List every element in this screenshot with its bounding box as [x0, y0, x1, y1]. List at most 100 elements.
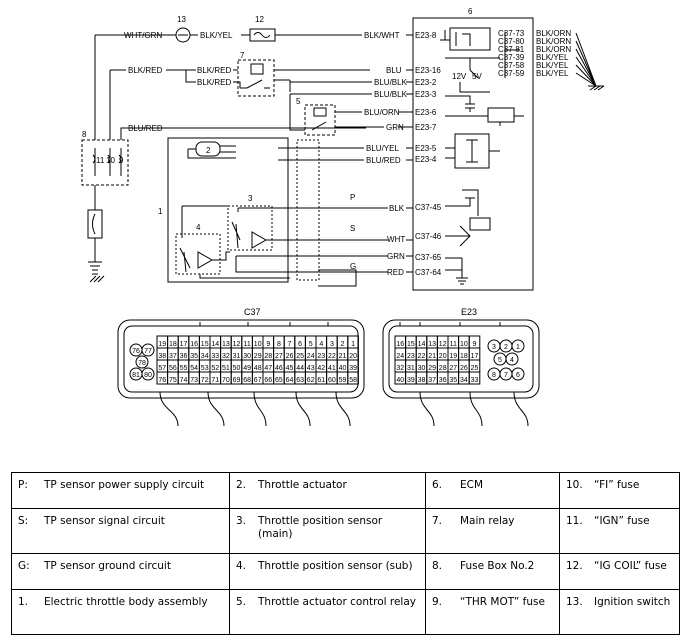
connector-pin-label: 23	[407, 353, 415, 360]
callout-3: 3	[248, 194, 253, 203]
wire-blu-yel: BLU/YEL	[366, 144, 399, 153]
legend-key: 12.	[566, 560, 583, 572]
connector-pin-label: 34	[201, 353, 209, 360]
legend-cell: 4.Throttle position sensor (sub)	[229, 553, 426, 590]
connector-pin-label: 23	[317, 353, 325, 360]
connector-pin-label: 14	[211, 341, 219, 348]
connector-pin-label: 18	[169, 341, 177, 348]
legend-text: “FI” fuse	[594, 479, 640, 491]
circuit-g: G	[350, 262, 356, 271]
legend-cell: 7.Main relay	[425, 508, 560, 554]
legend-text: “THR MOT” fuse	[460, 596, 545, 608]
connector-pin-label: 9	[473, 341, 477, 348]
connector-pin-label: 44	[296, 365, 304, 372]
connector-round-pin	[141, 343, 155, 357]
connector-pin-label: 39	[407, 377, 415, 384]
connector-pin-label: 31	[407, 365, 415, 372]
connector-round-pin-label: 1	[516, 344, 520, 351]
connector-round-pin-label: 77	[144, 348, 152, 355]
pin-c37-58: C37-58	[498, 61, 525, 70]
connector-pin-label: 67	[254, 377, 262, 384]
voltage-5v: 5V	[472, 72, 482, 81]
connector-pin-label: 11	[450, 341, 457, 348]
connector-pin-label: 46	[275, 365, 283, 372]
connector-pin-label: 66	[264, 377, 272, 384]
pin-c37-80: C37-80	[498, 37, 525, 46]
pin-c37-73: C37-73	[498, 29, 525, 38]
connector-pin-label: 21	[428, 353, 436, 360]
legend-key: 10.	[566, 479, 583, 491]
connector-pin-label: 72	[201, 377, 209, 384]
callout-8: 8	[82, 130, 87, 139]
connector-round-pin-label: 5	[498, 357, 502, 364]
legend-cell: 10. “FI” fuse	[559, 472, 680, 509]
connector-pin-label: 7	[288, 341, 292, 348]
legend-text: Fuse Box No.2	[460, 560, 535, 572]
legend-text: TP sensor ground circuit	[44, 560, 171, 572]
connector-pin-label: 48	[254, 365, 262, 372]
connector-pin-label: 35	[190, 353, 198, 360]
connector-pin-label: 52	[211, 365, 219, 372]
callout-7: 7	[240, 51, 245, 60]
connector-pin-cell	[468, 371, 481, 385]
legend-text: TP sensor signal circuit	[44, 515, 165, 527]
legend-key: 2.	[236, 479, 247, 491]
connector-pin-label: 2	[341, 341, 345, 348]
connector-pin-label: 58	[349, 377, 357, 384]
connector-pin-label: 51	[222, 365, 230, 372]
connector-pin-label: 63	[296, 377, 304, 384]
connector-pin-label: 31	[233, 353, 241, 360]
connector-pin-label: 5	[309, 341, 313, 348]
connector-pin-label: 22	[328, 353, 336, 360]
legend-cell: S: TP sensor signal circuit	[11, 508, 230, 554]
wire-blk-orn-1: BLK/ORN	[536, 29, 571, 38]
legend-key: 1.	[18, 596, 29, 608]
callout-1: 1	[158, 207, 163, 216]
connector-pin-label: 76	[158, 377, 166, 384]
connector-pin-label: 71	[211, 377, 219, 384]
connector-pin-cell	[347, 371, 359, 385]
legend-key: S:	[18, 515, 29, 527]
legend-key: 3.	[236, 515, 247, 527]
ecm-box	[412, 17, 534, 291]
callout-4: 4	[196, 223, 201, 232]
pin-c37-46: C37-46	[415, 232, 442, 241]
connector-pin-label: 17	[471, 353, 479, 360]
connector-pin-label: 22	[418, 353, 426, 360]
legend-key: P:	[18, 479, 28, 491]
callout-11: 11	[96, 156, 105, 165]
pin-e23-6: E23-6	[415, 108, 437, 117]
connector-pin-label: 4	[319, 341, 323, 348]
connector-pin-label: 28	[439, 365, 447, 372]
fuse-box-no2	[81, 139, 129, 186]
pin-c37-59: C37-59	[498, 69, 525, 78]
wire-blu-blk-b: BLU/BLK	[374, 90, 408, 99]
connector-round-pin	[505, 352, 519, 366]
pin-e23-7: E23-7	[415, 123, 437, 132]
connector-round-pin	[511, 339, 525, 353]
connector-round-pin-label: 2	[504, 344, 508, 351]
wiring-diagram: 6 12V 5V E23-8 E23-16 E23-2 E23-3 E23-6 …	[81, 7, 605, 427]
connector-pin-label: 33	[471, 377, 479, 384]
e23-title: E23	[461, 307, 477, 317]
wire-blu-red-left: BLU/RED	[128, 124, 163, 133]
wire-blu-orn: BLU/ORN	[364, 108, 400, 117]
wire-blu-red-e23-4: BLU/RED	[366, 156, 401, 165]
voltage-12v: 12V	[452, 72, 467, 81]
connector-pin-label: 68	[243, 377, 251, 384]
wire-blk-orn-3: BLK/ORN	[536, 45, 571, 54]
connector-pin-label: 64	[286, 377, 294, 384]
connector-pin-label: 12	[233, 341, 241, 348]
wire-blk: BLK	[389, 204, 405, 213]
legend-cell: 13.Ignition switch	[559, 589, 680, 635]
connector-pin-label: 19	[158, 341, 166, 348]
connector-pin-label: 11	[243, 341, 250, 348]
actuator-relay-box	[304, 104, 336, 136]
connector-pin-label: 16	[396, 341, 404, 348]
legend-cell: 12.“IG COIL” fuse	[559, 553, 680, 590]
legend-text: Ignition switch	[594, 596, 671, 608]
wire-grn-e23-7: GRN	[386, 123, 404, 132]
pin-c37-45: C37-45	[415, 203, 442, 212]
